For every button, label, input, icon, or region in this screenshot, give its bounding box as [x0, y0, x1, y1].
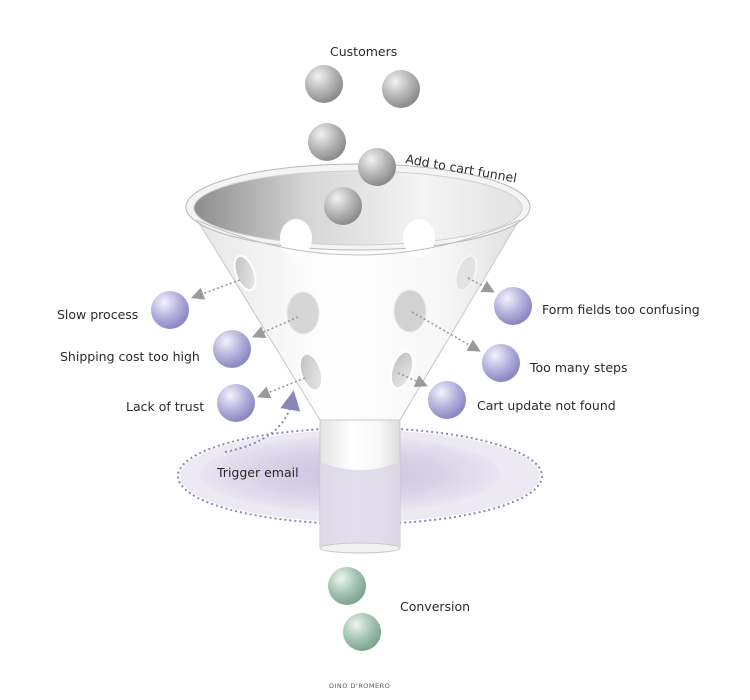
reason-cart-update: Cart update not found — [477, 398, 616, 413]
credit-text: DINO D'ROMERO — [329, 682, 390, 690]
customer-ball — [358, 148, 396, 186]
arrow-shipping — [252, 316, 299, 338]
dropoff-ball-steps — [482, 344, 520, 382]
arrow-form-fields — [467, 277, 495, 293]
trigger-email-arrow — [224, 390, 301, 453]
dropoff-arrows — [190, 277, 495, 399]
reason-slow-process: Slow process — [57, 307, 138, 322]
hole-cart-update — [389, 350, 415, 390]
inner-hole-left — [280, 219, 312, 257]
conversion-label: Conversion — [400, 599, 470, 614]
spout-tint — [320, 462, 400, 548]
hole-form-fields — [454, 254, 478, 292]
conversion-ball — [343, 613, 381, 651]
hole-shipping — [286, 291, 320, 335]
arrow-trust — [257, 377, 306, 399]
inner-hole-right — [403, 219, 435, 257]
conversion-balls — [328, 567, 381, 651]
reason-shipping-cost: Shipping cost too high — [60, 349, 200, 364]
dropoff-ball-trust — [217, 384, 255, 422]
reason-form-fields: Form fields too confusing — [542, 302, 700, 317]
arrow-slow-process — [190, 279, 241, 300]
dropoff-ball-shipping — [213, 330, 251, 368]
dropoff-ball-slow-process — [151, 291, 189, 329]
customer-balls — [305, 65, 420, 225]
conversion-ball — [328, 567, 366, 605]
spout-bottom — [319, 542, 401, 554]
hole-trust — [298, 352, 324, 392]
hole-slow-process — [233, 254, 257, 292]
hole-steps — [393, 289, 427, 333]
customers-label: Customers — [330, 44, 397, 59]
arrow-steps — [411, 311, 481, 352]
customer-ball — [324, 187, 362, 225]
customer-ball — [305, 65, 343, 103]
reason-too-many-steps: Too many steps — [529, 360, 627, 375]
customer-ball — [382, 70, 420, 108]
dropoff-ball-form-fields — [494, 287, 532, 325]
arrow-cart-update — [397, 372, 428, 387]
trigger-email-label: Trigger email — [216, 465, 299, 480]
reason-lack-of-trust: Lack of trust — [126, 399, 204, 414]
dropoff-ball-cart-update — [428, 381, 466, 419]
customer-ball — [308, 123, 346, 161]
dropoff-balls — [151, 287, 532, 422]
